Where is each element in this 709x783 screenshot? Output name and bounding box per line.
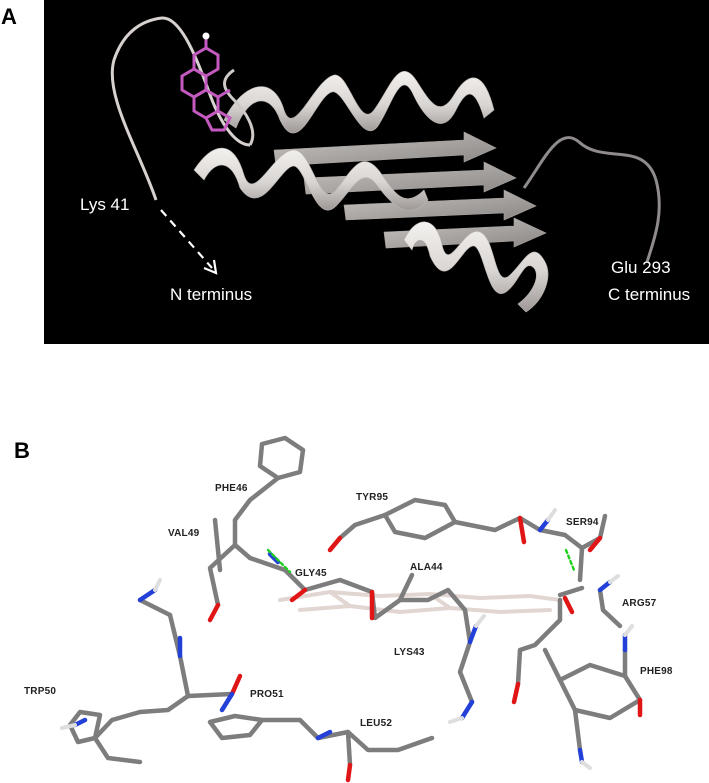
hydrogen-bonds [266, 548, 576, 574]
binding-site-panel: PHE46 TYR95 SER94 VAL49 GLY45 ALA44 ARG5… [0, 420, 709, 783]
residue-label-ser94: SER94 [566, 517, 599, 528]
helix-lower [403, 221, 549, 313]
binding-site-stick-model [60, 435, 643, 783]
c-terminal-coil [522, 136, 661, 263]
panel-b-letter: B [14, 438, 30, 463]
helix-lower-left [193, 147, 429, 211]
residue-label-pro51: PRO51 [250, 689, 284, 700]
loop-coil [223, 68, 255, 146]
oxygen-sticks [207, 515, 643, 783]
nitrogen-sticks [72, 517, 628, 765]
helix-upper [223, 71, 495, 134]
residue-label-tyr95: TYR95 [356, 492, 389, 503]
residue-sticks [67, 435, 643, 768]
residue-label-phe98: PHE98 [640, 666, 673, 677]
n-terminus-label: N terminus [170, 285, 253, 304]
n-terminal-coil [110, 16, 251, 201]
panel-a-letter: A [1, 4, 17, 29]
c-terminus-label: C terminus [608, 285, 691, 304]
protein-ribbon-structure [110, 16, 661, 313]
n-terminus-arrow [160, 209, 218, 275]
ligand-molecule [180, 38, 232, 132]
residue-label-lys43: LYS43 [394, 647, 425, 658]
residue-label-gly45: GLY45 [295, 568, 327, 579]
lys41-label: Lys 41 [80, 195, 130, 214]
residue-label-phe46: PHE46 [215, 483, 248, 494]
residue-label-leu52: LEU52 [360, 718, 393, 729]
residue-label-trp50: TRP50 [24, 686, 57, 697]
residue-label-ala44: ALA44 [410, 562, 443, 573]
glu293-label: Glu 293 [611, 258, 671, 277]
residue-label-val49: VAL49 [168, 528, 200, 539]
hydrogen-sticks [60, 508, 634, 770]
residue-label-arg57: ARG57 [622, 598, 657, 609]
protein-ribbon-panel: Lys 41 N terminus Glu 293 C terminus [44, 0, 709, 344]
ligand-oxygen [202, 32, 210, 40]
ligand-sticks [278, 590, 562, 614]
